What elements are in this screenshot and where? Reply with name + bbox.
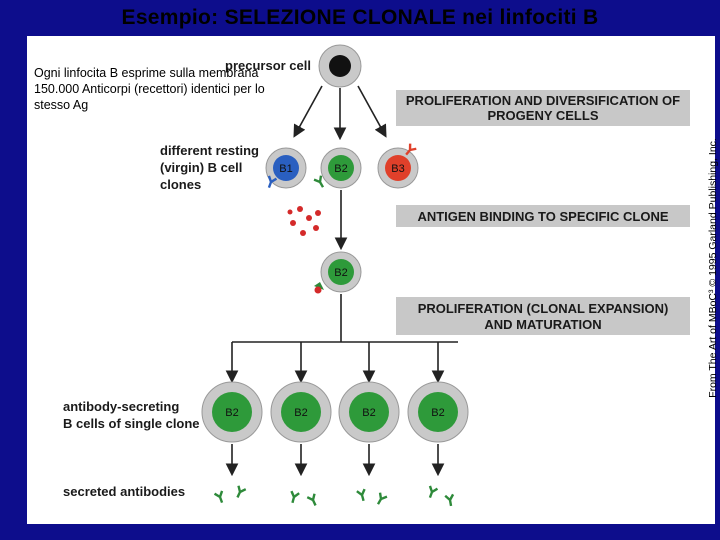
antibody-icon-group-3 (357, 489, 387, 506)
clone-cell-4-label: B2 (431, 407, 444, 419)
clonal-expansion-line1: PROLIFERATION (CLONAL EXPANSION) (418, 301, 669, 316)
b1-label: B1 (279, 163, 292, 175)
clonal-expansion-line2: AND MATURATION (484, 317, 601, 332)
bound-antigen-icon (314, 282, 324, 294)
clone-cell-1-label: B2 (225, 407, 238, 419)
clone-cell-2-label: B2 (294, 407, 307, 419)
proliferation-box-line1: PROLIFERATION AND DIVERSIFICATION OF (406, 93, 680, 108)
resting-label-1: different resting (160, 143, 259, 158)
antibody-icon-group-1 (215, 486, 246, 504)
secreting-label-2: B cells of single clone (63, 416, 200, 431)
clone-cell-2: B2 (271, 382, 331, 442)
precursor-nucleus (329, 55, 351, 77)
clone-cell-1: B2 (202, 382, 262, 442)
proliferation-box-line2: PROGENY CELLS (487, 108, 598, 123)
antigen-particles (288, 206, 322, 236)
arrow-to-b3 (358, 86, 385, 135)
antibody-icon-group-2 (289, 491, 320, 507)
antigen-binding-text: ANTIGEN BINDING TO SPECIFIC CLONE (417, 209, 668, 224)
precursor-label: precursor cell (225, 58, 311, 73)
antibody-icon-group-4 (426, 486, 455, 507)
resting-label-3: clones (160, 177, 201, 192)
secreted-label: secreted antibodies (63, 484, 185, 499)
secreting-label-1: antibody-secreting (63, 399, 179, 414)
selected-b2-label: B2 (334, 267, 347, 279)
b3-label: B3 (391, 163, 404, 175)
arrow-to-b1 (295, 86, 322, 135)
clone-cell-4: B2 (408, 382, 468, 442)
b2-label: B2 (334, 163, 347, 175)
clone-cell-3-label: B2 (362, 407, 375, 419)
clone-cell-3: B2 (339, 382, 399, 442)
resting-label-2: (virgin) B cell (160, 160, 242, 175)
